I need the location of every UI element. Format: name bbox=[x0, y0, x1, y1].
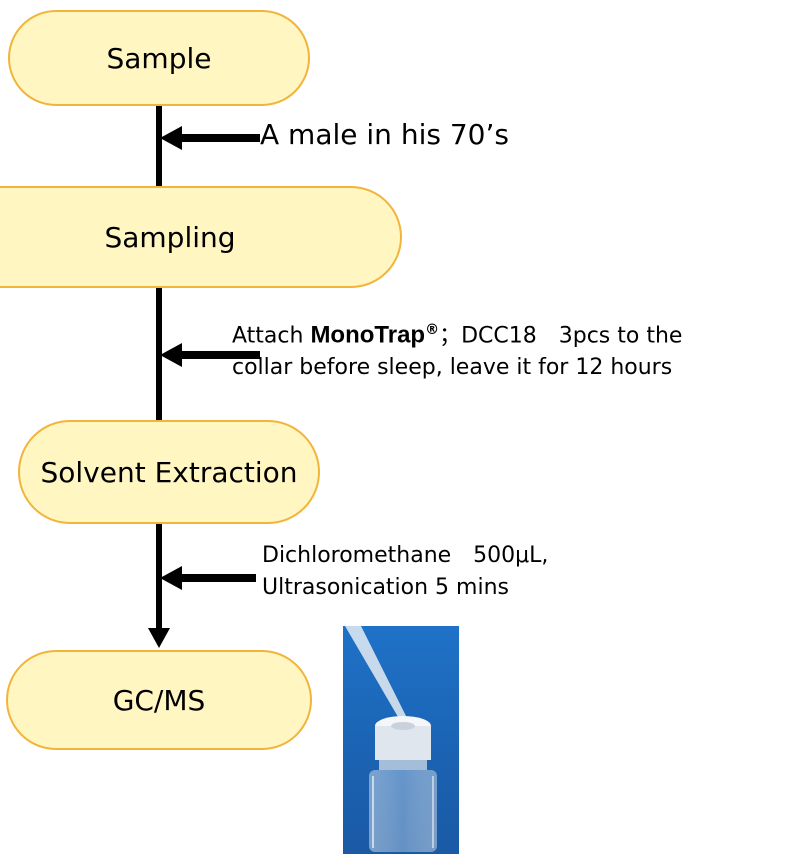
annotation-solvent-line1: Dichloromethane 500μL, bbox=[262, 543, 549, 568]
annotation-subject: A male in his 70’s bbox=[260, 118, 509, 151]
node-sample-label: Sample bbox=[106, 41, 212, 75]
flow-connector-line bbox=[156, 74, 162, 634]
node-extraction-label: Solvent Extraction bbox=[40, 455, 298, 489]
annotation-solvent: Dichloromethane 500μL, Ultrasonication 5… bbox=[262, 540, 548, 604]
annotation-monotrap-line1: Attach MonoTrap®；DCC18 3pcs to the bbox=[232, 321, 683, 349]
node-gcms: GC/MS bbox=[6, 650, 312, 750]
input-arrow-subject bbox=[160, 126, 260, 150]
node-gcms-label: GC/MS bbox=[112, 683, 206, 717]
annotation-solvent-line2: Ultrasonication 5 mins bbox=[262, 575, 509, 600]
input-arrow-solvent bbox=[160, 566, 256, 590]
flow-arrowhead-icon bbox=[148, 628, 170, 648]
input-arrow-monotrap bbox=[160, 343, 260, 367]
annotation-monotrap-line2: collar before sleep, leave it for 12 hou… bbox=[232, 355, 673, 381]
annotation-monotrap: Attach MonoTrap®；DCC18 3pcs to the colla… bbox=[232, 314, 682, 384]
node-sampling-label: Sampling bbox=[104, 220, 236, 254]
vial-with-pipette-photo bbox=[343, 626, 459, 854]
node-sampling: Sampling bbox=[0, 186, 402, 288]
node-solvent-extraction: Solvent Extraction bbox=[18, 420, 320, 524]
node-sample: Sample bbox=[8, 10, 310, 106]
